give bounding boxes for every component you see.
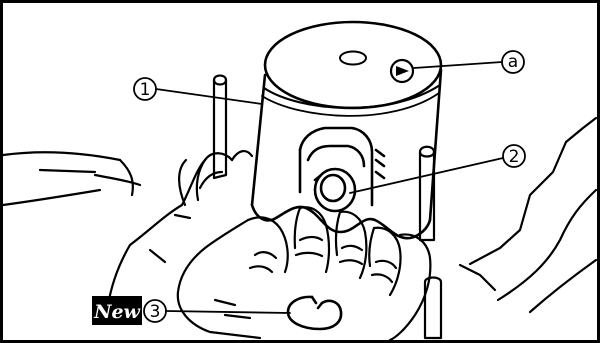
piston-pin [315, 169, 355, 211]
new-badge-label: New [93, 301, 140, 323]
callout-2: 2 [503, 145, 525, 167]
connecting-rod-left [3, 152, 140, 205]
leader-line-1 [156, 89, 262, 104]
new-part-badge: New [92, 296, 142, 325]
cylinder-stud-left [214, 76, 226, 179]
callout-1-label: 1 [140, 80, 151, 100]
right-hand [178, 207, 431, 340]
callout-3-label: 3 [150, 302, 161, 322]
arrow-mark [391, 60, 413, 82]
callout-a-label: a [508, 52, 518, 72]
crankcase-right [460, 118, 596, 312]
callout-a: a [502, 51, 524, 73]
callout-2-label: 2 [509, 147, 520, 167]
leader-line-3 [166, 311, 290, 313]
callout-1: 1 [134, 78, 156, 100]
piston-pin-clip [288, 297, 341, 329]
callout-3: 3 [144, 300, 166, 322]
